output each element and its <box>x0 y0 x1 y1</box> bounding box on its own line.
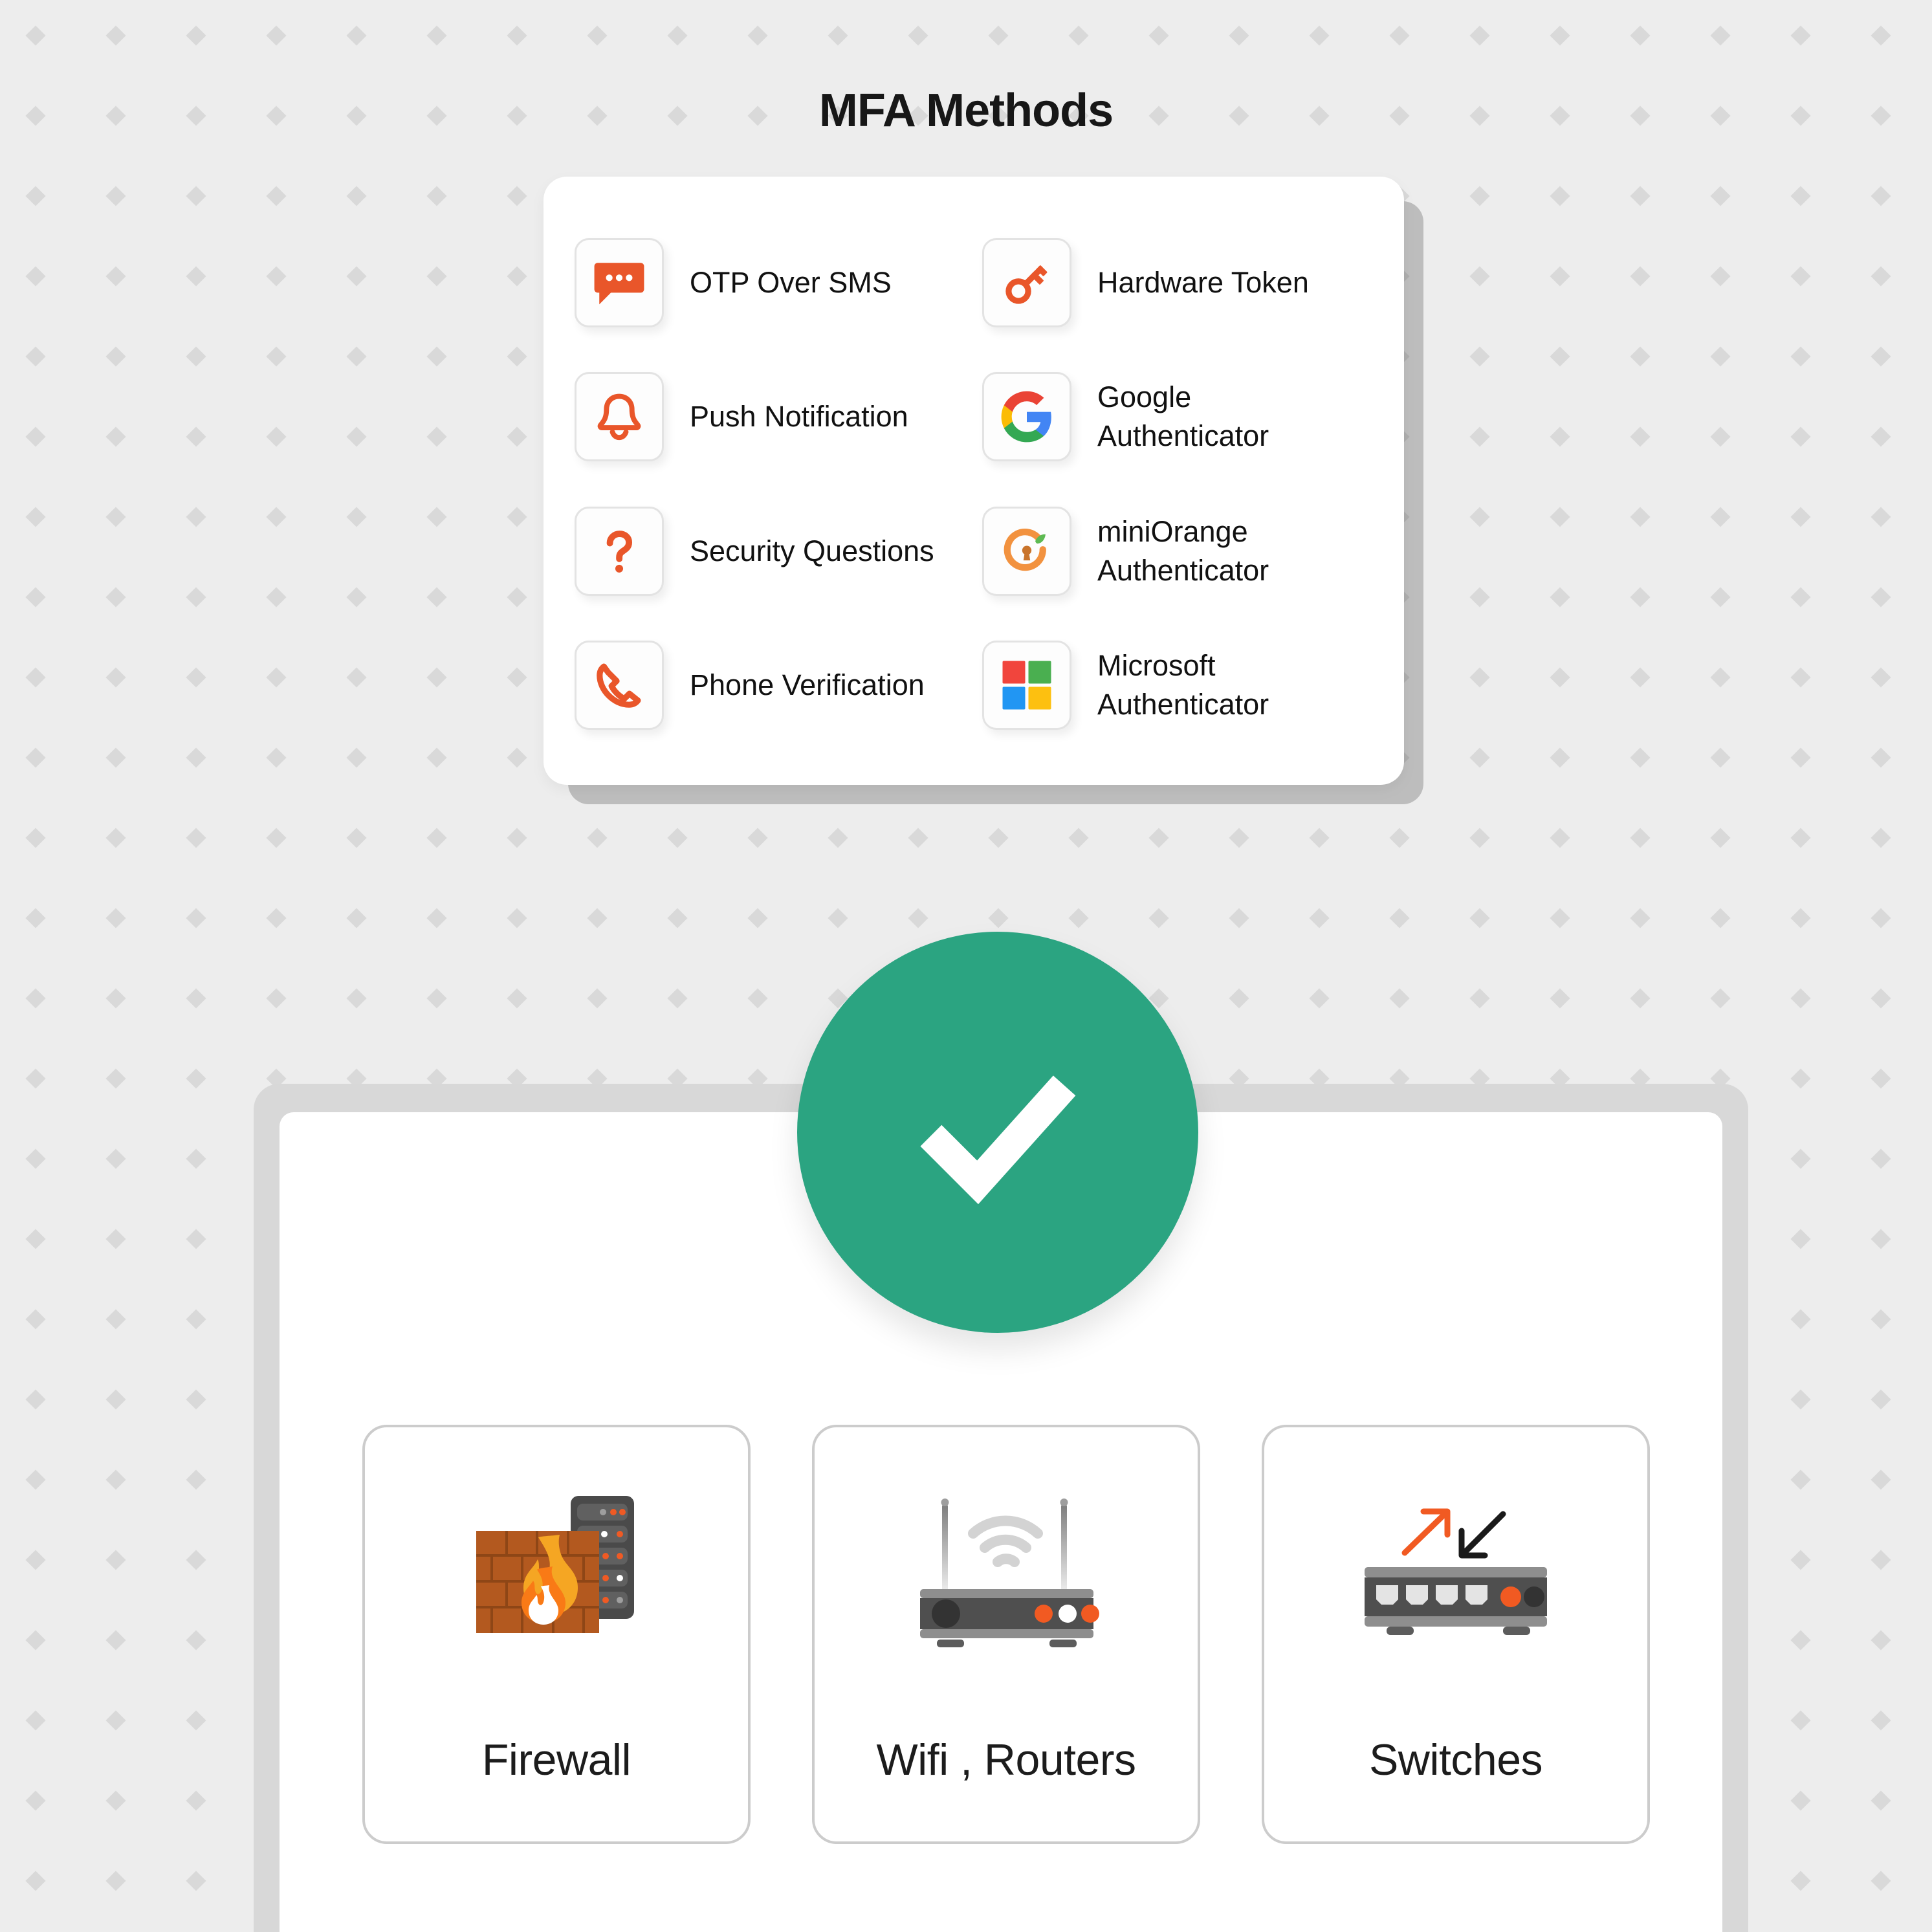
google-logo-icon <box>982 372 1071 462</box>
mfa-methods-card: OTP Over SMS Hardware Token <box>543 177 1404 785</box>
miniorange-logo-icon <box>982 506 1071 596</box>
check-circle-icon <box>797 932 1198 1333</box>
mfa-item-label: Hardware Token <box>1097 265 1309 299</box>
device-card-label: Switches <box>1368 1735 1543 1784</box>
device-card-label: Wifi , Routers <box>876 1735 1136 1784</box>
bell-icon <box>575 372 664 462</box>
device-card-wifi-routers[interactable]: Wifi , Routers <box>812 1425 1200 1844</box>
key-icon <box>982 237 1071 327</box>
phone-handset-icon <box>575 641 664 730</box>
mfa-item-phone-verification[interactable]: Phone Verification <box>575 619 971 753</box>
wifi-router-icon <box>906 1478 1106 1665</box>
mfa-item-google-authenticator[interactable]: Google Authenticator <box>982 350 1378 485</box>
sms-chat-icon <box>575 237 664 327</box>
device-card-firewall[interactable]: Firewall <box>362 1425 751 1844</box>
mfa-item-label: Phone Verification <box>690 668 925 702</box>
mfa-item-label: OTP Over SMS <box>690 265 892 299</box>
mfa-methods-grid: OTP Over SMS Hardware Token <box>575 215 1378 752</box>
device-card-switches[interactable]: Switches <box>1262 1425 1650 1844</box>
mfa-item-push-notification[interactable]: Push Notification <box>575 350 971 485</box>
question-mark-icon <box>575 506 664 596</box>
network-switch-icon <box>1356 1478 1556 1665</box>
page-title: MFA Methods <box>818 85 1114 137</box>
mfa-item-microsoft-authenticator[interactable]: Microsoft Authenticator <box>982 619 1378 753</box>
device-card-row: Firewall <box>362 1425 1650 1844</box>
mfa-item-label: Google Authenticator <box>1097 380 1269 453</box>
mfa-item-label: Push Notification <box>690 400 908 434</box>
device-card-label: Firewall <box>481 1735 631 1784</box>
mfa-item-otp-over-sms[interactable]: OTP Over SMS <box>575 215 971 350</box>
mfa-item-label: Microsoft Authenticator <box>1097 649 1269 721</box>
mfa-item-security-questions[interactable]: Security Questions <box>575 484 971 619</box>
mfa-item-miniorange-authenticator[interactable]: miniOrange Authenticator <box>982 484 1378 619</box>
firewall-brick-flame-icon <box>459 1478 653 1665</box>
mfa-item-label: miniOrange Authenticator <box>1097 514 1269 587</box>
mfa-item-hardware-token[interactable]: Hardware Token <box>982 215 1378 350</box>
mfa-item-label: Security Questions <box>690 534 934 567</box>
microsoft-logo-icon <box>982 641 1071 730</box>
